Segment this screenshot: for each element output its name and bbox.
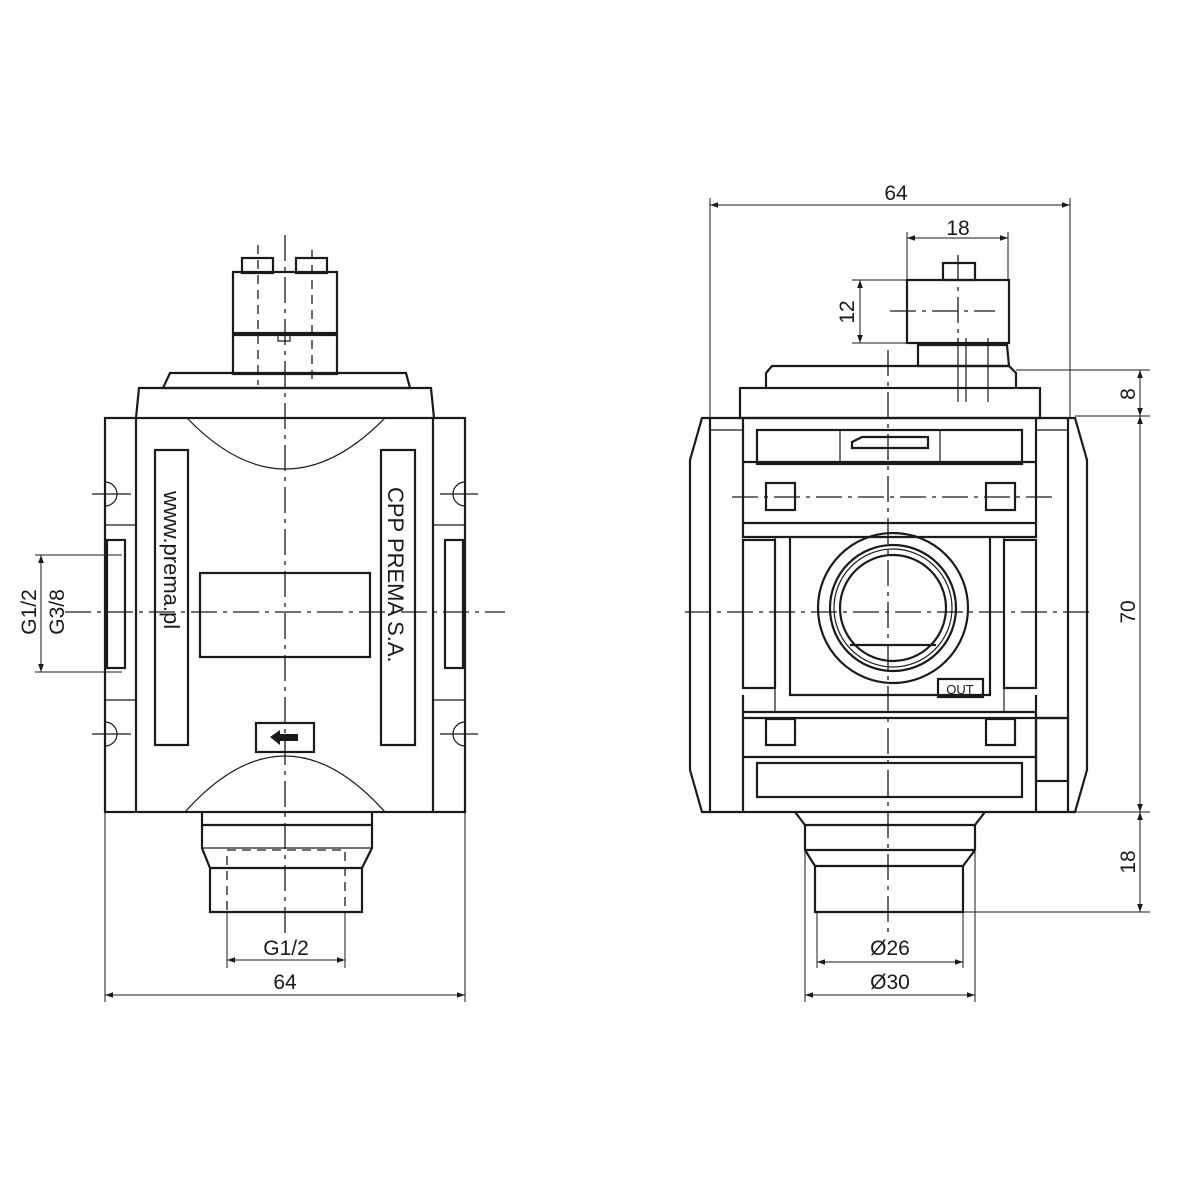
dim-width: 64 [884,182,908,205]
dim-bottom: 18 [1117,850,1140,873]
logo-plate-right [379,448,417,747]
top-cap [161,371,412,390]
logo-left-text: www.prema.pl [159,490,184,629]
port-label: OUT [946,682,974,697]
dim-side-port-1: G1/2 [18,589,41,635]
solenoid [890,255,1011,402]
out-label-box [936,677,985,699]
body [103,416,467,814]
flow-arrow-box [254,721,316,754]
upper-bowl-arc [186,417,386,470]
dim-dia-outer: Ø30 [870,971,910,994]
screw-square [764,717,797,747]
bottom-port [200,812,374,914]
dim-side-port-2: G3/8 [46,589,69,635]
upper-block [741,418,1038,539]
dim-body-height: 70 [1117,600,1140,623]
port-outer-ring [816,531,970,685]
screw-square [984,717,1017,747]
dim-top: 8 [1117,388,1140,400]
dim-solenoid-width: 18 [946,217,969,240]
port-bore [838,553,948,663]
dim-solenoid-height: 12 [836,300,859,323]
side-view: OUT 64 18 12 8 70 18 Ø26 Ø30 [685,182,1150,1002]
bottom-port [794,811,986,914]
logo-plate-left [153,448,190,747]
side-ports [92,481,478,747]
top-cap [764,364,1018,388]
thread-hidden-line [226,849,346,913]
dim-port-bottom: G1/2 [263,937,309,960]
top-cover [134,386,436,419]
arrow-left-icon [270,730,298,745]
dim-width: 64 [273,971,297,994]
gauge-window [198,571,372,659]
logo-right-text: CPP PREMA S.A. [383,487,408,663]
lower-bowl-arc [184,755,386,813]
front-view: www.prema.pl CPP PREMA S.A. G1/2 64 G1/2… [18,235,505,1002]
top-cover [738,386,1042,420]
dim-dia-inner: Ø26 [870,937,910,960]
